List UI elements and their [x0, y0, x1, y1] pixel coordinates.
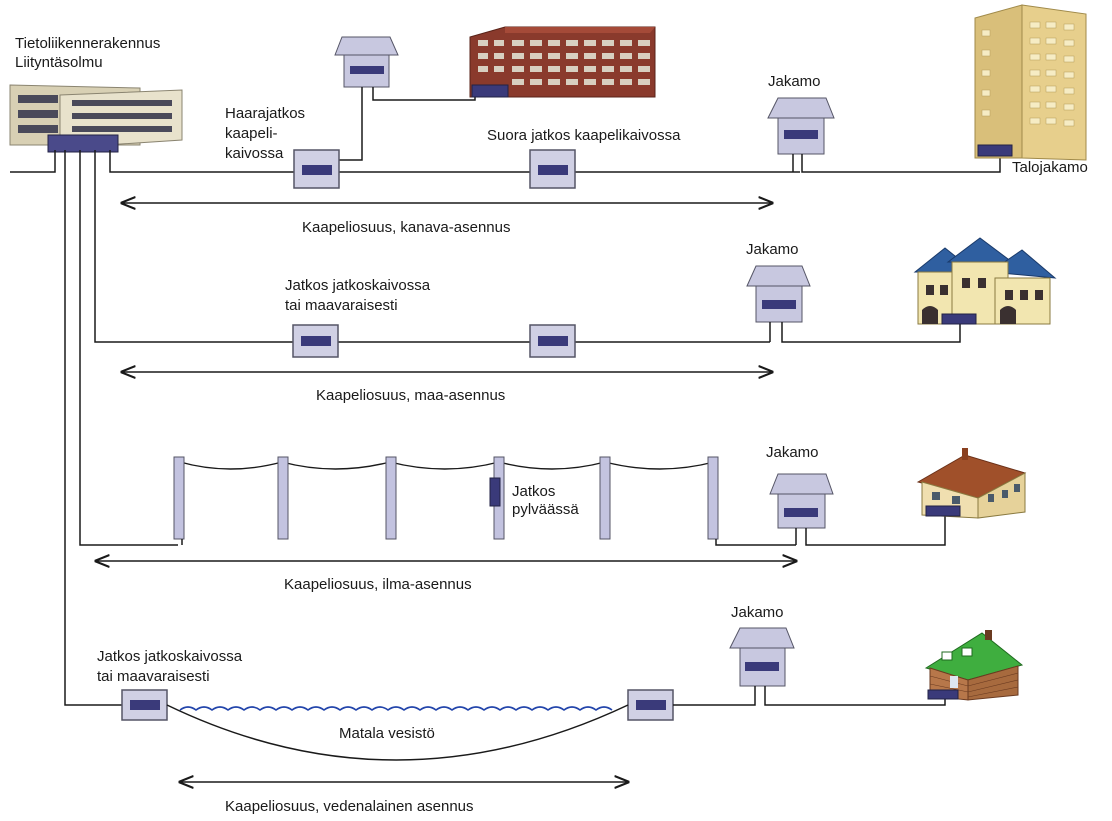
- row-underwater: [121, 627, 1024, 782]
- distribution-cabinet-2: [746, 265, 811, 323]
- row-aerial: [96, 448, 1027, 561]
- water-surface: [179, 706, 613, 711]
- branch-splice-label-line2: kaapeli-: [225, 125, 278, 142]
- exchange-label-line1: Tietoliikennerakennus: [15, 35, 161, 52]
- ground-splice-label-line1: Jatkos jatkoskaivossa: [285, 277, 431, 294]
- water-splice-label-line2: tai maavaraisesti: [97, 668, 210, 685]
- water-splice-left: [121, 689, 168, 721]
- jakamo-label-3: Jakamo: [766, 444, 819, 461]
- pole-splice: [489, 477, 501, 507]
- highrise-building: [974, 4, 1087, 161]
- distribution-cabinet-1: [767, 97, 835, 155]
- terraced-houses: [913, 237, 1057, 325]
- apartment-building: [469, 26, 656, 98]
- route-label-ground: Kaapeliosuus, maa-asennus: [316, 387, 506, 404]
- straight-splice-label: Suora jatkos kaapelikaivossa: [487, 127, 681, 144]
- exchange-building: [9, 84, 183, 153]
- distribution-cabinet-apartment: [334, 36, 399, 88]
- distribution-cabinet-3: [769, 473, 834, 529]
- route-label-duct: Kaapeliosuus, kanava-asennus: [302, 219, 511, 236]
- manhole-branch-splice: [293, 149, 340, 189]
- underwater-cable: [166, 704, 629, 761]
- water-splice-right: [627, 689, 674, 721]
- pole-splice-label-line1: Jatkos: [512, 483, 556, 500]
- branch-splice-label-line1: Haarajatkos: [225, 105, 306, 122]
- manhole-straight-splice: [529, 149, 576, 189]
- detached-house: [916, 448, 1027, 519]
- route-label-aerial: Kaapeliosuus, ilma-asennus: [284, 576, 472, 593]
- row-ground: [122, 237, 1057, 372]
- branch-splice-label-line3: kaivossa: [225, 145, 284, 162]
- ground-splice-label-line2: tai maavaraisesti: [285, 297, 398, 314]
- ground-splice-2: [529, 324, 576, 358]
- jakamo-label-2: Jakamo: [746, 241, 799, 258]
- shallow-water-label: Matala vesistö: [339, 725, 435, 742]
- distribution-cabinet-4: [729, 627, 795, 687]
- water-splice-label-line1: Jatkos jatkoskaivossa: [97, 648, 243, 665]
- row-duct: [122, 4, 1087, 203]
- ground-splice-1: [292, 324, 339, 358]
- talojakamo-label: Talojakamo: [1012, 159, 1088, 176]
- feeder-cables: [10, 150, 800, 706]
- route-label-underwater: Kaapeliosuus, vedenalainen asennus: [225, 798, 474, 815]
- jakamo-label-4: Jakamo: [731, 604, 784, 621]
- exchange-label-line2: Liityntäsolmu: [15, 54, 103, 71]
- pole-splice-label-line2: pylväässä: [512, 501, 579, 518]
- log-cottage: [924, 630, 1024, 701]
- jakamo-label-1: Jakamo: [768, 73, 821, 90]
